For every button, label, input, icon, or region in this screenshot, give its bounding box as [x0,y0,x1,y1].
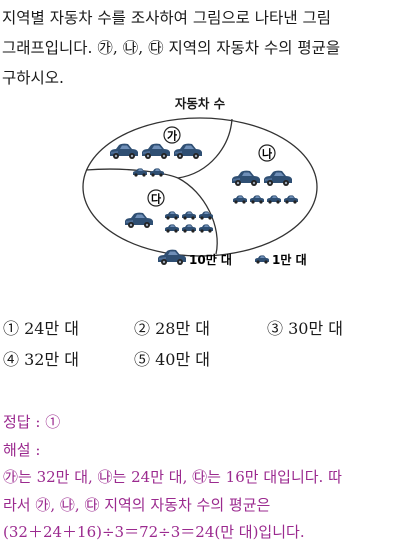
explanation-line-3: (32＋24＋16)÷3＝72÷3＝24(만 대)입니다. [3,523,305,541]
pictograph-border [82,117,318,257]
big-car-icon [264,170,292,186]
small-car-icon [250,195,264,204]
big-car-icon [232,170,260,186]
explanation-line-2: 라서 ㉮, ㉯, ㉰ 지역의 자동차 수의 평균은 [3,495,271,514]
legend-small-label: 1만 대 [272,252,307,267]
small-car-icon [182,211,196,220]
question-line-3: 구하시오. [2,69,64,87]
region-na-label: 나 [262,147,272,161]
pictograph-title: 자동차 수 [174,96,226,111]
region-na-marker [258,144,276,162]
answer-explanation: 정답 : ① 해설 : ㉮는 32만 대, ㉯는 24만 대, ㉰는 16만 대… [3,409,399,547]
choice-4[interactable]: ④ 32만 대 [3,350,79,369]
small-car-icon [199,211,213,220]
correct-answer: 정답 : ① [3,413,61,431]
pictograph: 가 나 다 10만 대 1만 대 [82,117,318,267]
big-car-icon [125,212,153,228]
legend: 10만 대 1만 대 [158,249,307,267]
region-ga-label: 가 [167,129,177,143]
region-da-marker [147,189,165,207]
question-text: 지역별 자동차 수를 조사하여 그림으로 나타낸 그림 그래프입니다. ㉮, ㉯… [2,3,398,93]
legend-small-car-icon [255,255,269,264]
big-car-icon [110,143,138,159]
explanation-line-1: ㉮는 32만 대, ㉯는 24만 대, ㉰는 16만 대입니다. 따 [3,468,342,486]
small-car-icon [233,195,247,204]
big-car-icon [142,143,170,159]
region-ga: 가 [110,126,202,177]
explanation-heading: 해설 : [3,440,41,459]
answer-choices: ① 24만 대 ② 28만 대 ③ 30만 대 ④ 32만 대 ⑤ 40만 대 [3,313,343,375]
small-car-icon [150,168,164,177]
small-car-icon [165,211,179,220]
choice-5[interactable]: ⑤ 40만 대 [134,350,210,369]
small-car-icon [182,224,196,233]
big-car-icon [174,143,202,159]
choice-1[interactable]: ① 24만 대 [3,319,79,338]
choice-2[interactable]: ② 28만 대 [134,319,210,338]
small-car-icon [284,195,298,204]
small-car-icon [165,224,179,233]
small-car-icon [199,224,213,233]
choice-3[interactable]: ③ 30만 대 [267,319,343,338]
small-car-icon [267,195,281,204]
region-divider-2 [177,177,218,255]
region-da-label: 다 [151,192,162,206]
region-ga-marker [163,126,181,144]
region-da: 다 [125,189,213,233]
region-na: 나 [232,144,298,204]
legend-big-label: 10만 대 [189,252,232,267]
question-line-2: 그래프입니다. ㉮, ㉯, ㉰ 지역의 자동차 수의 평균을 [2,39,341,57]
question-line-1: 지역별 자동차 수를 조사하여 그림으로 나타낸 그림 [2,9,332,27]
